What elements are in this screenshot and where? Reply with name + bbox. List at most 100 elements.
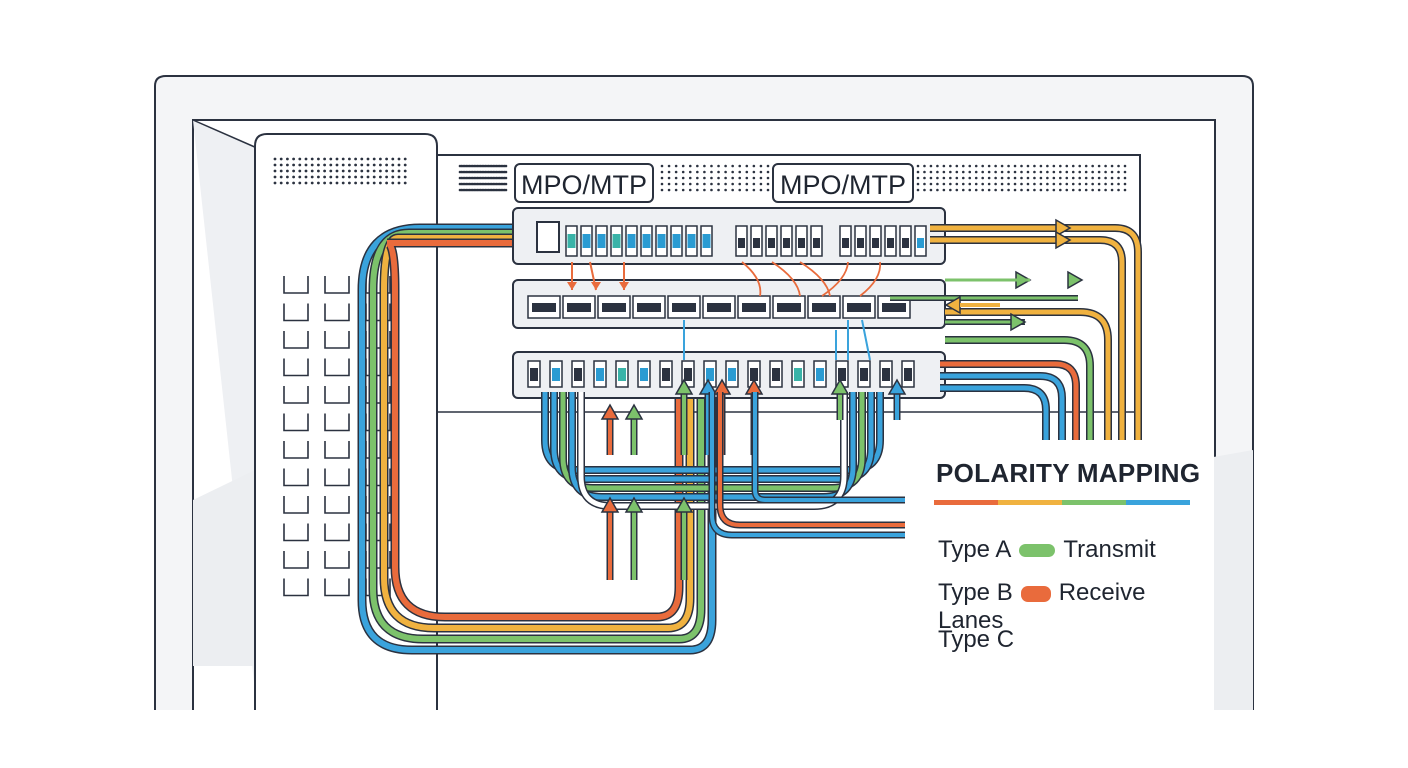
legend-title: POLARITY MAPPING <box>936 458 1201 488</box>
vent-dot <box>1065 170 1069 174</box>
arrow-head <box>624 496 644 513</box>
vent-dot <box>923 188 926 192</box>
vent-dot <box>738 164 742 168</box>
legend-type-label: Type A <box>938 536 1012 563</box>
run <box>753 392 905 502</box>
right-cable-runs <box>708 218 1142 539</box>
vent-dot <box>1033 188 1036 192</box>
vent-dot <box>688 182 692 186</box>
vent-dot <box>348 181 351 185</box>
vent-dot <box>391 169 395 173</box>
port-color <box>582 234 591 248</box>
vent-dot <box>1046 182 1049 186</box>
vent-dot <box>1071 182 1075 186</box>
vent-dot <box>987 182 991 186</box>
vent-dot <box>987 164 991 168</box>
port-core <box>902 238 909 248</box>
vent-dot <box>1059 176 1062 180</box>
manager-slot <box>324 303 350 322</box>
vent-dot <box>1013 182 1017 186</box>
run-arrowhead <box>1055 218 1072 238</box>
vent-dot <box>1007 164 1010 168</box>
vent-dot <box>348 157 351 161</box>
vent-dot <box>1091 182 1094 186</box>
manager-slot <box>324 358 350 377</box>
vent-dot <box>968 176 972 180</box>
vent-dot <box>1000 164 1004 168</box>
run <box>930 225 1141 440</box>
vent-dot <box>949 188 952 192</box>
manager-slot <box>283 358 309 377</box>
vent-dot <box>379 163 382 167</box>
vent-dot <box>681 176 685 180</box>
patch-arc <box>859 261 882 297</box>
vent-dot <box>961 170 965 174</box>
rule-yellow <box>998 500 1062 505</box>
port-color <box>816 368 824 381</box>
vent-dot <box>1046 170 1049 174</box>
vent-dot <box>660 182 664 186</box>
vent-dot <box>1078 164 1082 168</box>
duplex-core <box>567 303 591 312</box>
vent-dot <box>1078 176 1082 180</box>
vent-dot <box>341 181 345 185</box>
manager-vent-dots <box>273 157 407 185</box>
vent-dot <box>397 175 401 179</box>
manager-slot <box>324 496 350 514</box>
vent-dot <box>341 175 345 179</box>
vent-dot <box>981 188 984 192</box>
vent-dot <box>667 164 671 168</box>
vent-dot <box>341 169 345 173</box>
vent-dot <box>738 182 742 186</box>
vent-dot <box>366 175 370 179</box>
cable-0 <box>359 225 715 653</box>
vent-dot <box>372 163 376 167</box>
vent-dot <box>1020 182 1023 186</box>
vent-dot <box>323 175 326 179</box>
vent-dot <box>1000 176 1004 180</box>
vent-dot <box>1091 164 1094 168</box>
vent-dot <box>403 163 407 167</box>
vent-dot <box>696 188 699 192</box>
port-color <box>794 368 802 381</box>
vent-dot <box>916 182 920 186</box>
vent-dot <box>354 163 357 167</box>
manager-slot <box>324 331 350 349</box>
vent-dot <box>1123 164 1127 168</box>
vent-dot <box>955 176 959 180</box>
vent-dot <box>929 182 933 186</box>
vent-dot <box>1020 188 1023 192</box>
port-color <box>904 368 912 381</box>
vent-dot <box>968 170 972 174</box>
vent-dot <box>1039 170 1043 174</box>
vent-dot <box>703 170 706 174</box>
vent-dot <box>703 176 706 180</box>
vent-dot <box>372 181 376 185</box>
vent-dot <box>1046 188 1049 192</box>
legend-type-label: Type C <box>938 626 1015 653</box>
arrow-head <box>624 403 644 420</box>
cable-1 <box>370 230 704 642</box>
vent-dot <box>994 170 997 174</box>
vent-dot <box>1000 182 1004 186</box>
vent-dot <box>710 176 713 180</box>
run <box>940 361 1079 440</box>
vent-dot <box>1020 176 1023 180</box>
vent-dot <box>1033 176 1036 180</box>
vent-dot <box>397 157 401 161</box>
vent-dot <box>360 181 364 185</box>
vent-dot <box>745 164 749 168</box>
port-core <box>753 238 760 248</box>
cable-2 <box>381 235 693 631</box>
vent-dot <box>366 157 370 161</box>
vent-dot <box>949 170 952 174</box>
vent-dot <box>752 176 756 180</box>
vent-dot <box>981 170 984 174</box>
vent-dot <box>304 163 308 167</box>
patch-arrowhead <box>591 282 601 290</box>
vent-dot <box>1000 170 1004 174</box>
duplex-core <box>672 303 696 312</box>
vent-dot <box>660 176 664 180</box>
vent-dot <box>323 181 326 185</box>
port-color <box>596 368 604 381</box>
